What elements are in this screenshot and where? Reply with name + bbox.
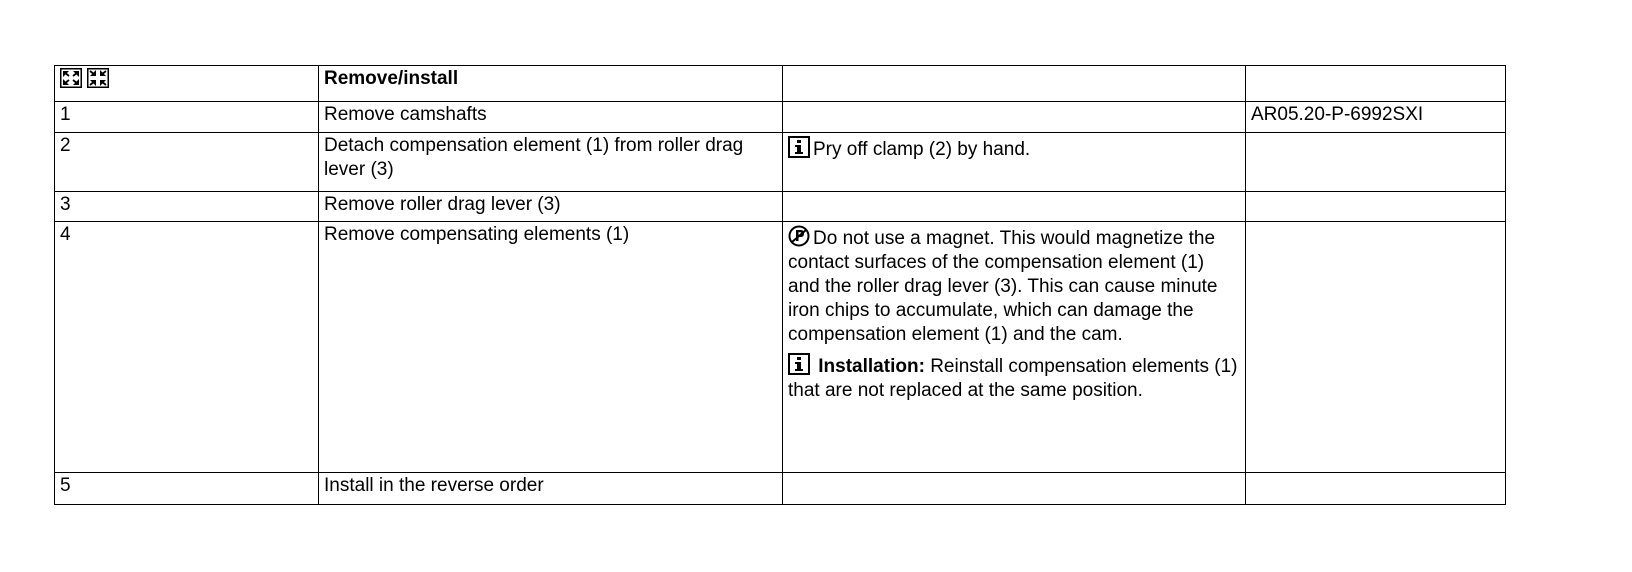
step-number: 2 <box>54 132 319 192</box>
info-icon <box>788 353 810 375</box>
step-number: 3 <box>54 191 319 222</box>
step-info: Do not use a magnet. This would magnetiz… <box>782 221 1246 473</box>
step-info: Pry off clamp (2) by hand. <box>782 132 1246 192</box>
step-number: 4 <box>54 221 319 473</box>
step-info <box>782 472 1246 505</box>
step-action: Remove compensating elements (1) <box>318 221 783 473</box>
table-row: 1 Remove camshafts AR05.20-P-6992SXI <box>54 101 1506 133</box>
header-empty-cell <box>782 65 1246 102</box>
step-reference <box>1245 191 1506 222</box>
procedure-table: Remove/install 1 Remove camshafts AR05.2… <box>54 65 1506 505</box>
header-title: Remove/install <box>318 65 783 102</box>
step-action: Remove camshafts <box>318 101 783 133</box>
info-note-text: Pry off clamp (2) by hand. <box>813 139 1031 160</box>
step-reference-link[interactable]: AR05.20-P-6992SXI <box>1245 101 1506 133</box>
table-row: 3 Remove roller drag lever (3) <box>54 191 1506 222</box>
installation-note: Installation: Reinstall compensation ele… <box>788 353 1240 403</box>
table-row: 2 Detach compensation element (1) from r… <box>54 132 1506 192</box>
step-action: Install in the reverse order <box>318 472 783 505</box>
table-row: 4 Remove compensating elements (1) Do no… <box>54 221 1506 473</box>
step-action: Detach compensation element (1) from rol… <box>318 132 783 192</box>
step-info <box>782 101 1246 133</box>
step-reference <box>1245 221 1506 473</box>
step-reference <box>1245 132 1506 192</box>
header-empty-cell <box>1245 65 1506 102</box>
table-header-row: Remove/install <box>54 65 1506 102</box>
info-icon <box>788 136 810 158</box>
caution-note: Do not use a magnet. This would magnetiz… <box>788 225 1240 347</box>
caution-icon <box>788 225 810 247</box>
caution-note-text: Do not use a magnet. This would magnetiz… <box>788 228 1218 345</box>
step-info <box>782 191 1246 222</box>
step-action: Remove roller drag lever (3) <box>318 191 783 222</box>
installation-text: Reinstall compensation elements (1) that… <box>788 356 1238 401</box>
info-note: Pry off clamp (2) by hand. <box>788 136 1240 162</box>
table-row: 5 Install in the reverse order <box>54 472 1506 505</box>
installation-label: Installation: <box>818 356 925 377</box>
step-number: 1 <box>54 101 319 133</box>
step-reference <box>1245 472 1506 505</box>
header-icons-cell <box>54 65 319 102</box>
step-number: 5 <box>54 472 319 505</box>
expand-view-icon[interactable] <box>60 68 82 95</box>
collapse-view-icon[interactable] <box>87 68 109 95</box>
